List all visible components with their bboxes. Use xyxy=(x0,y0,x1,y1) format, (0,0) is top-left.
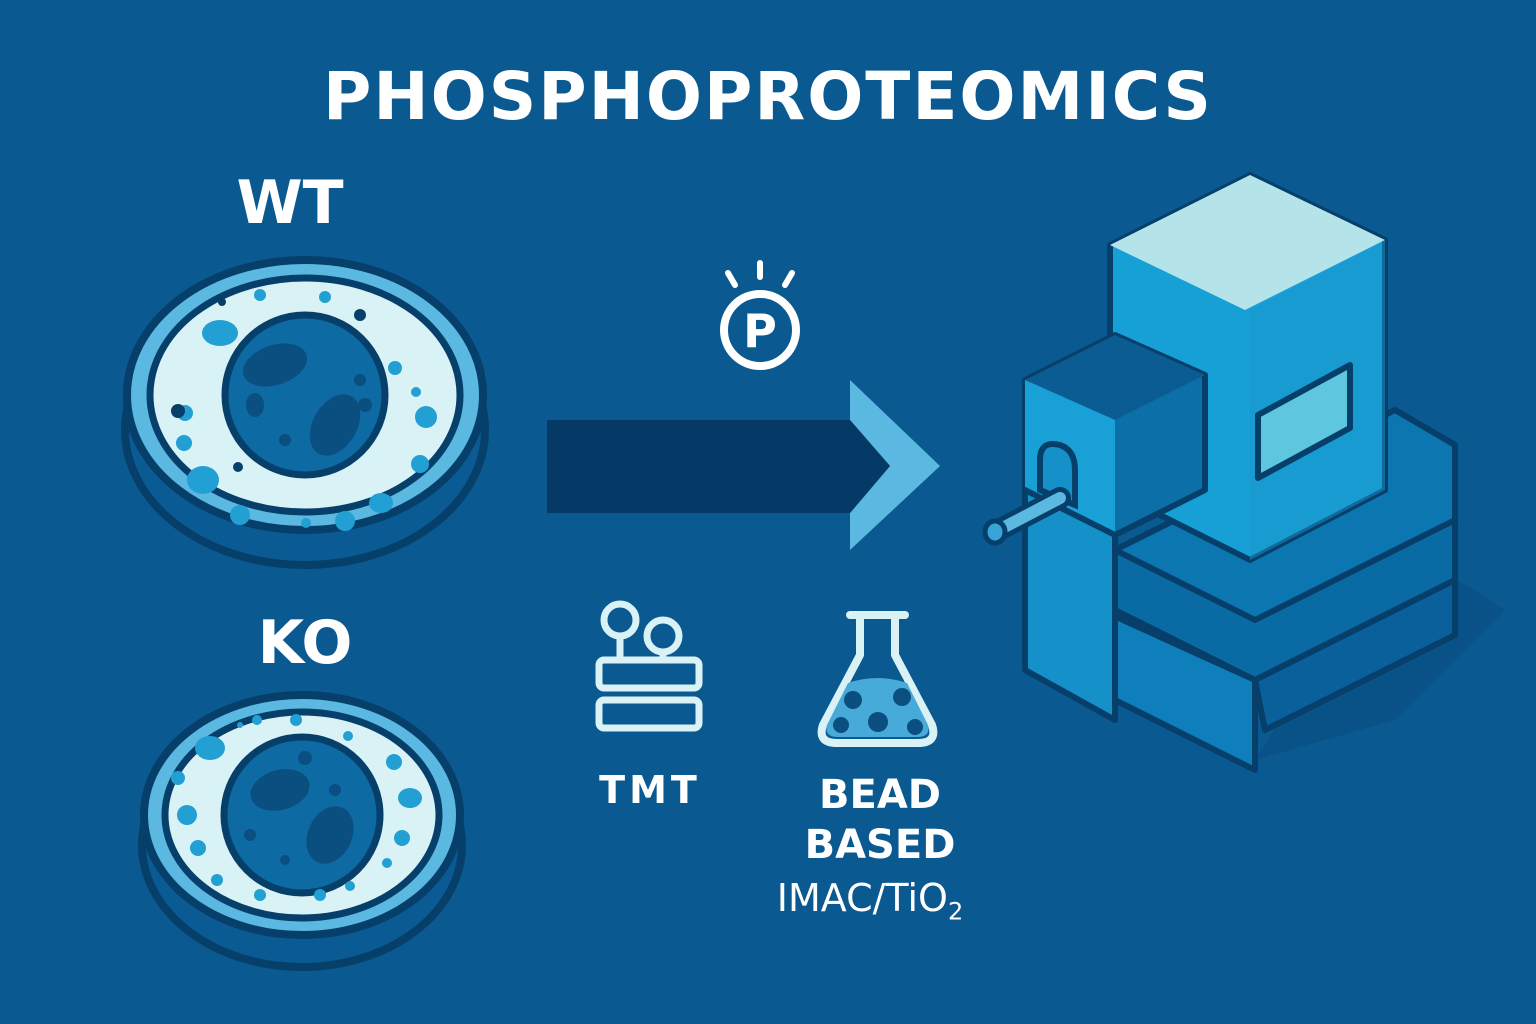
bead-based-label: BEAD BASED xyxy=(770,770,990,870)
flask-beads-icon xyxy=(817,611,938,747)
tmt-label-icon xyxy=(595,600,703,732)
mass-spectrometer-icon xyxy=(982,172,1505,773)
page-title: PHOSPHOPROTEOMICS xyxy=(323,58,1213,135)
phosphate-p-icon: P xyxy=(720,260,800,370)
ko-label: KO xyxy=(257,608,353,678)
imac-subscript: 2 xyxy=(947,897,964,926)
tmt-label: TMT xyxy=(599,768,701,812)
imac-text: IMAC/TiO xyxy=(776,876,948,920)
bead-label-line1: BEAD xyxy=(819,772,941,818)
svg-text:P: P xyxy=(743,304,777,358)
imac-tio2-label: IMAC/TiO2 xyxy=(740,876,1000,926)
cell-culture-dish-icon xyxy=(121,256,489,569)
cell-culture-dish-icon xyxy=(138,691,466,971)
right-arrow-icon xyxy=(547,380,940,550)
bead-label-line2: BASED xyxy=(804,822,956,868)
wt-label: WT xyxy=(236,168,344,238)
